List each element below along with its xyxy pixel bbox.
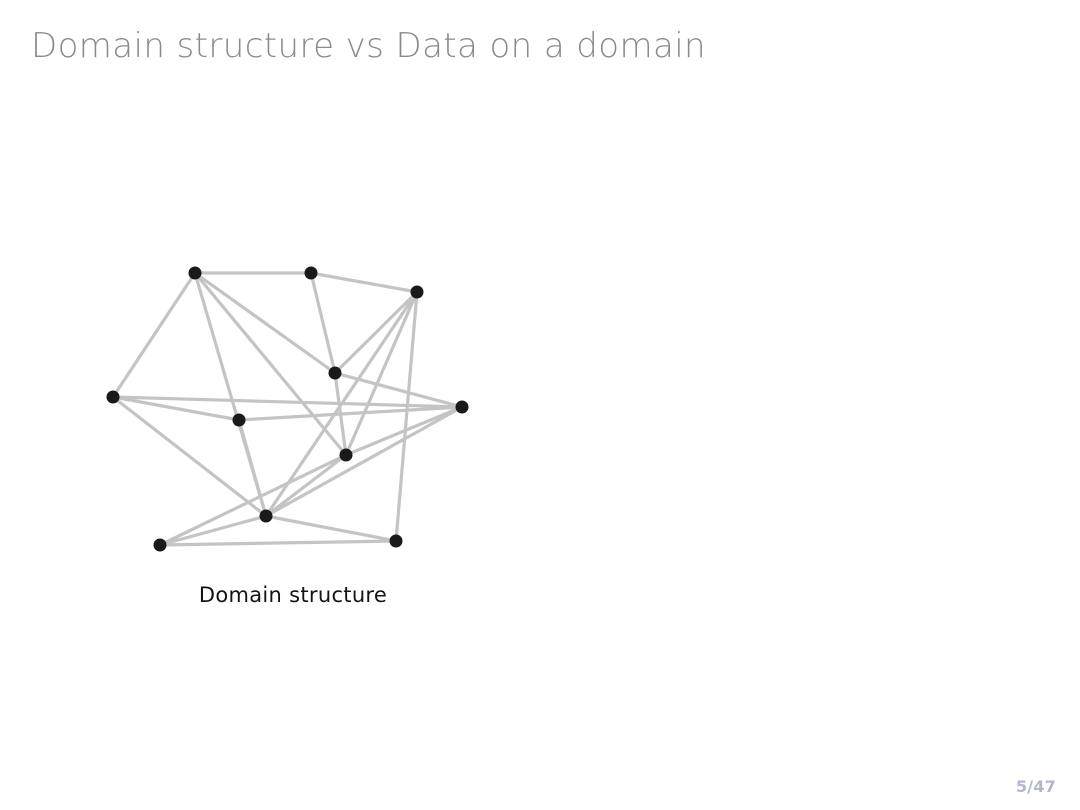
page-title: Domain structure vs Data on a domain bbox=[31, 26, 707, 66]
graph-edge bbox=[309, 271, 419, 294]
graph-edge bbox=[264, 405, 464, 518]
figure-caption: Domain structure bbox=[198, 583, 388, 607]
graph-edge bbox=[309, 271, 337, 375]
graph-edge bbox=[333, 290, 419, 375]
graph-node bbox=[188, 266, 202, 280]
graph-node bbox=[455, 400, 469, 414]
graph-edge bbox=[264, 453, 348, 518]
page-number: 5/47 bbox=[1015, 777, 1056, 796]
graph-node bbox=[232, 413, 246, 427]
graph-node-layer bbox=[106, 266, 469, 552]
graph-node bbox=[304, 266, 318, 280]
graph-edge bbox=[111, 395, 268, 518]
graph-edge bbox=[111, 395, 241, 422]
graph-node bbox=[106, 390, 120, 404]
graph-edge bbox=[158, 539, 398, 547]
graph-edge bbox=[193, 271, 268, 518]
graph-node bbox=[259, 509, 273, 523]
graph-node bbox=[339, 448, 353, 462]
graph-edge bbox=[394, 290, 419, 543]
graph-edge bbox=[333, 371, 464, 409]
graph-diagram bbox=[106, 266, 469, 552]
graph-edge bbox=[333, 371, 348, 457]
graph-edge bbox=[344, 405, 464, 457]
graph-edge-layer bbox=[111, 271, 464, 547]
graph-edge bbox=[264, 290, 419, 518]
graph-node bbox=[328, 366, 342, 380]
graph-edge bbox=[158, 453, 348, 547]
graph-edge bbox=[237, 418, 268, 518]
graph-edge bbox=[111, 271, 197, 399]
graph-edge bbox=[193, 271, 348, 457]
graph-node bbox=[153, 538, 167, 552]
graph-edge bbox=[158, 514, 268, 547]
graph-edge bbox=[344, 290, 419, 457]
graph-edge bbox=[237, 405, 464, 422]
graph-node bbox=[410, 285, 424, 299]
graph-edge bbox=[193, 271, 337, 375]
graph-node bbox=[389, 534, 403, 548]
graph-edge bbox=[111, 395, 464, 409]
graph-edge bbox=[264, 514, 398, 543]
